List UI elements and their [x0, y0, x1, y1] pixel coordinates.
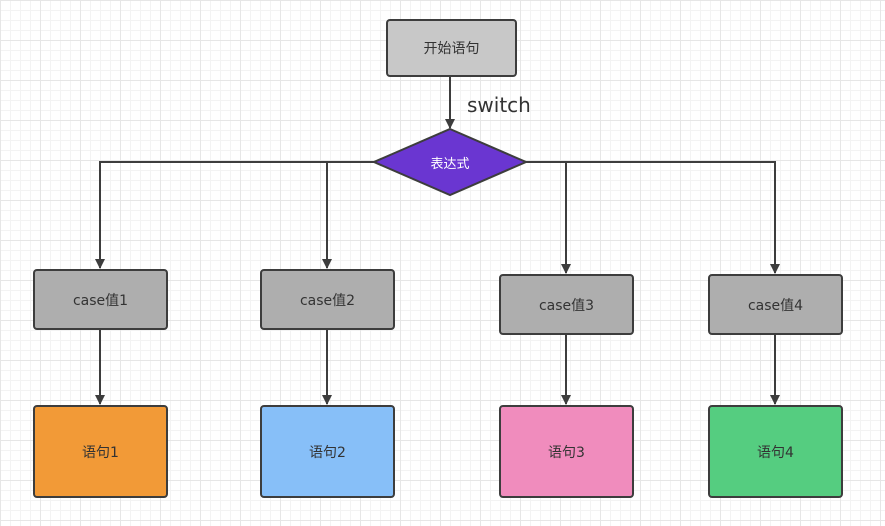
statement-node-2[interactable]: 语句2 — [260, 405, 395, 498]
case-label-1: case值1 — [72, 292, 129, 309]
connector-expression-to-case-4 — [526, 161, 780, 274]
case-node-4[interactable]: case值4 — [708, 274, 843, 335]
statement-label-2: 语句2 — [309, 444, 346, 461]
expression-decision-diamond[interactable] — [371, 127, 529, 197]
statement-label-3: 语句3 — [548, 444, 585, 461]
statement-label-1: 语句1 — [82, 444, 119, 461]
start-statement-node[interactable]: 开始语句 — [386, 19, 517, 77]
expression-label: 表达式 — [430, 156, 470, 172]
connector-expression-to-case-3 — [526, 161, 571, 274]
statement-node-1[interactable]: 语句1 — [33, 405, 168, 498]
case-node-1[interactable]: case值1 — [33, 269, 168, 330]
switch-label: switch — [467, 93, 531, 117]
start-statement-label: 开始语句 — [423, 41, 480, 57]
case-label-3: case值3 — [538, 297, 595, 314]
statement-label-4: 语句4 — [757, 444, 794, 461]
case-node-2[interactable]: case值2 — [260, 269, 395, 330]
statement-node-3[interactable]: 语句3 — [499, 405, 634, 498]
connector-expression-to-case-1 — [95, 161, 374, 269]
case-node-3[interactable]: case值3 — [499, 274, 634, 335]
statement-node-4[interactable]: 语句4 — [708, 405, 843, 498]
case-label-4: case值4 — [747, 297, 804, 314]
case-label-2: case值2 — [299, 292, 356, 309]
